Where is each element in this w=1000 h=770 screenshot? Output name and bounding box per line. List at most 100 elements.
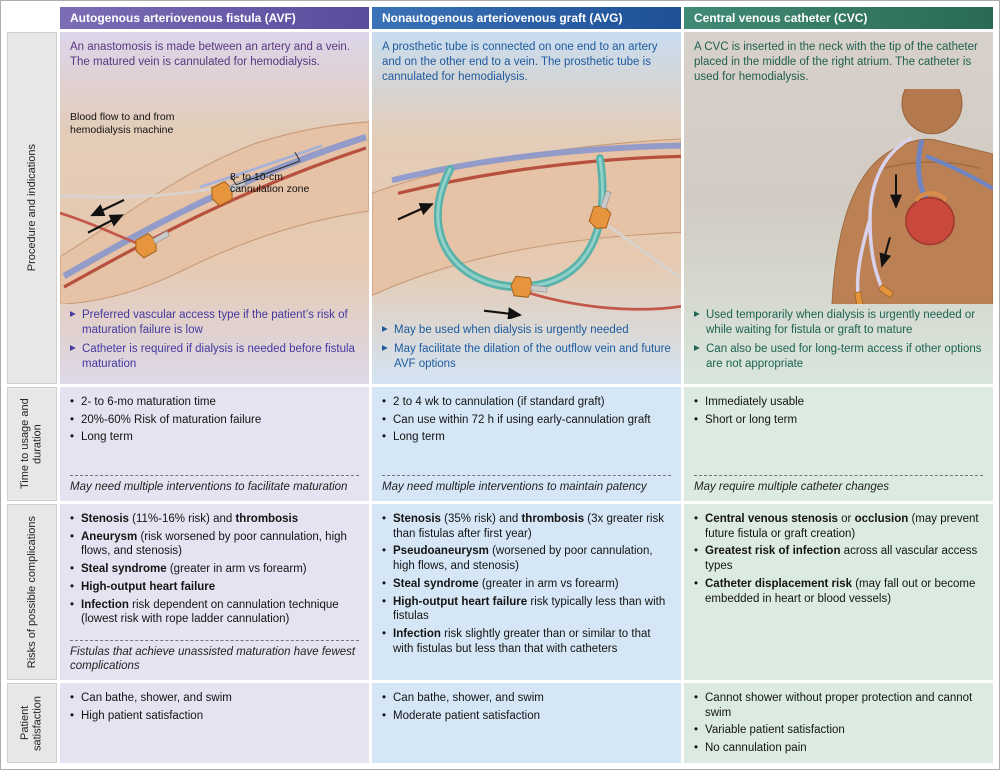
avg-arm-drawing xyxy=(372,138,681,320)
avf-illustration: Blood flow to and from hemodialysis mach… xyxy=(60,74,369,305)
flow-arrow-icon xyxy=(90,198,125,217)
cannulation-zone-annotation: 8- to 10-cm cannulation zone xyxy=(229,170,310,196)
flow-arrow-icon xyxy=(87,214,124,234)
zone-bracket-line xyxy=(235,160,301,186)
vein-path xyxy=(391,142,681,184)
avg-time-list: 2 to 4 wk to cannulation (if standard gr… xyxy=(382,395,671,448)
aorta-arc xyxy=(914,190,948,202)
avf-risks-cell: Stenosis (11%-16% risk) and thrombosisAn… xyxy=(60,504,369,680)
artery-path xyxy=(63,146,367,289)
row-label-risks: Risks of possible complications xyxy=(7,504,57,680)
arm-shape xyxy=(60,121,369,305)
vein-branch xyxy=(925,153,993,191)
avg-time-note: May need multiple interventions to maint… xyxy=(382,475,671,495)
indication-item: Used temporarily when dialysis is urgent… xyxy=(694,307,983,338)
catheter-branch-path xyxy=(855,218,872,295)
column-header-avg-label: Nonautogenous arteriovenous graft (AVG) xyxy=(382,11,623,25)
catheter-path xyxy=(868,136,913,289)
catheter-tip-icon xyxy=(854,291,864,305)
zone-bracket-tick xyxy=(230,175,237,186)
dialysis-tube-white xyxy=(607,224,681,280)
risk-bullet: High-output heart failure risk typically… xyxy=(382,595,671,624)
cvc-indications-list: Used temporarily when dialysis is urgent… xyxy=(684,304,993,384)
heart-shape xyxy=(905,196,955,246)
catheter-tip-icon xyxy=(878,283,895,299)
risk-bullet: Aneurysm (risk worsened by poor cannulat… xyxy=(70,530,359,559)
blood-flow-annotation: Blood flow to and from hemodialysis mach… xyxy=(70,110,175,136)
risk-bullet: Stenosis (35% risk) and thrombosis (3x g… xyxy=(382,512,671,541)
arm-shape xyxy=(372,138,681,296)
collarbone-line xyxy=(883,161,981,169)
satisfaction-bullet: Moderate patient satisfaction xyxy=(382,709,671,724)
cvc-description: A CVC is inserted in the neck with the t… xyxy=(694,41,978,83)
risk-bullet: Steal syndrome (greater in arm vs forear… xyxy=(70,562,359,577)
cvc-illustration xyxy=(684,88,993,305)
avf-indications-list: Preferred vascular access type if the pa… xyxy=(60,304,369,384)
avf-time-cell: 2- to 6-mo maturation time20%-60% Risk o… xyxy=(60,387,369,501)
cvc-torso-drawing xyxy=(831,88,993,305)
time-bullet: 2- to 6-mo maturation time xyxy=(70,395,359,410)
risk-bullet: Pseudoaneurysm (worsened by poor cannula… xyxy=(382,544,671,573)
flow-arrow-icon xyxy=(397,202,434,221)
cvc-risks-cell: Central venous stenosis or occlusion (ma… xyxy=(684,504,993,680)
column-header-cvc-label: Central venous catheter (CVC) xyxy=(694,11,868,25)
avf-description: An anastomosis is made between an artery… xyxy=(70,41,350,68)
indication-item: May facilitate the dilation of the outfl… xyxy=(382,341,671,372)
column-header-avf: Autogenous arteriovenous fistula (AVF) xyxy=(60,7,369,29)
needle-icon xyxy=(211,179,247,207)
time-bullet: Long term xyxy=(382,430,671,445)
column-header-avg: Nonautogenous arteriovenous graft (AVG) xyxy=(372,7,681,29)
comparison-grid: Autogenous arteriovenous fistula (AVF) N… xyxy=(7,7,993,763)
avg-illustration xyxy=(372,89,681,320)
avg-indications-list: May be used when dialysis is urgently ne… xyxy=(372,319,681,384)
satisfaction-bullet: Can bathe, shower, and swim xyxy=(70,691,359,706)
avf-time-note: May need multiple interventions to facil… xyxy=(70,475,359,495)
cvc-satisfaction-list: Cannot shower without proper protection … xyxy=(694,691,983,759)
indication-item: Catheter is required if dialysis is need… xyxy=(70,341,359,372)
risk-bullet: Stenosis (11%-16% risk) and thrombosis xyxy=(70,512,359,527)
row-label-time-text: Time to usage and duration xyxy=(19,398,44,490)
zone-bracket-tick xyxy=(294,151,301,162)
corner-spacer xyxy=(7,7,57,29)
risk-bullet: Steal syndrome (greater in arm vs forear… xyxy=(382,577,671,592)
row-label-satisfaction: Patient satisfaction xyxy=(7,683,57,763)
avg-description: A prosthetic tube is connected on one en… xyxy=(382,41,658,83)
row-label-satisfaction-text: Patient satisfaction xyxy=(19,695,44,751)
avg-satisfaction-cell: Can bathe, shower, and swimModerate pati… xyxy=(372,683,681,763)
flow-arrow-icon xyxy=(879,236,892,268)
risk-bullet: High-output heart failure xyxy=(70,580,359,595)
avg-procedure-panel: A prosthetic tube is connected on one en… xyxy=(372,32,681,384)
cvc-time-list: Immediately usableShort or long term xyxy=(694,395,983,430)
satisfaction-bullet: High patient satisfaction xyxy=(70,709,359,724)
risk-bullet: Infection risk dependent on cannulation … xyxy=(70,598,359,627)
column-header-cvc: Central venous catheter (CVC) xyxy=(684,7,993,29)
vessel-branch xyxy=(199,144,323,189)
cvc-time-cell: Immediately usableShort or long term May… xyxy=(684,387,993,501)
vein-path xyxy=(62,133,367,279)
row-label-procedure: Procedure and indications xyxy=(7,32,57,384)
cvc-risks-list: Central venous stenosis or occlusion (ma… xyxy=(694,512,983,609)
avf-procedure-panel: An anastomosis is made between an artery… xyxy=(60,32,369,384)
risk-bullet: Greatest risk of infection across all va… xyxy=(694,544,983,573)
avg-satisfaction-list: Can bathe, shower, and swimModerate pati… xyxy=(382,691,671,726)
avf-satisfaction-list: Can bathe, shower, and swimHigh patient … xyxy=(70,691,359,726)
avf-time-list: 2- to 6-mo maturation time20%-60% Risk o… xyxy=(70,395,359,448)
needle-icon xyxy=(510,275,548,298)
time-bullet: Can use within 72 h if using early-cannu… xyxy=(382,413,671,428)
row-label-risks-text: Risks of possible complications xyxy=(25,515,38,669)
needle-icon xyxy=(588,190,612,229)
cvc-procedure-panel: A CVC is inserted in the neck with the t… xyxy=(684,32,993,384)
time-bullet: Immediately usable xyxy=(694,395,983,410)
indication-item: Can also be used for long-term access if… xyxy=(694,341,983,372)
avg-risks-cell: Stenosis (35% risk) and thrombosis (3x g… xyxy=(372,504,681,680)
row-label-procedure-text: Procedure and indications xyxy=(25,144,38,272)
risk-bullet: Catheter displacement risk (may fall out… xyxy=(694,577,983,606)
avf-risks-note: Fistulas that achieve unassisted maturat… xyxy=(70,639,359,674)
satisfaction-bullet: No cannulation pain xyxy=(694,741,983,756)
time-bullet: Long term xyxy=(70,430,359,445)
satisfaction-bullet: Cannot shower without proper protection … xyxy=(694,691,983,720)
patient-head xyxy=(901,88,963,135)
time-bullet: 2 to 4 wk to cannulation (if standard gr… xyxy=(382,395,671,410)
avf-satisfaction-cell: Can bathe, shower, and swimHigh patient … xyxy=(60,683,369,763)
